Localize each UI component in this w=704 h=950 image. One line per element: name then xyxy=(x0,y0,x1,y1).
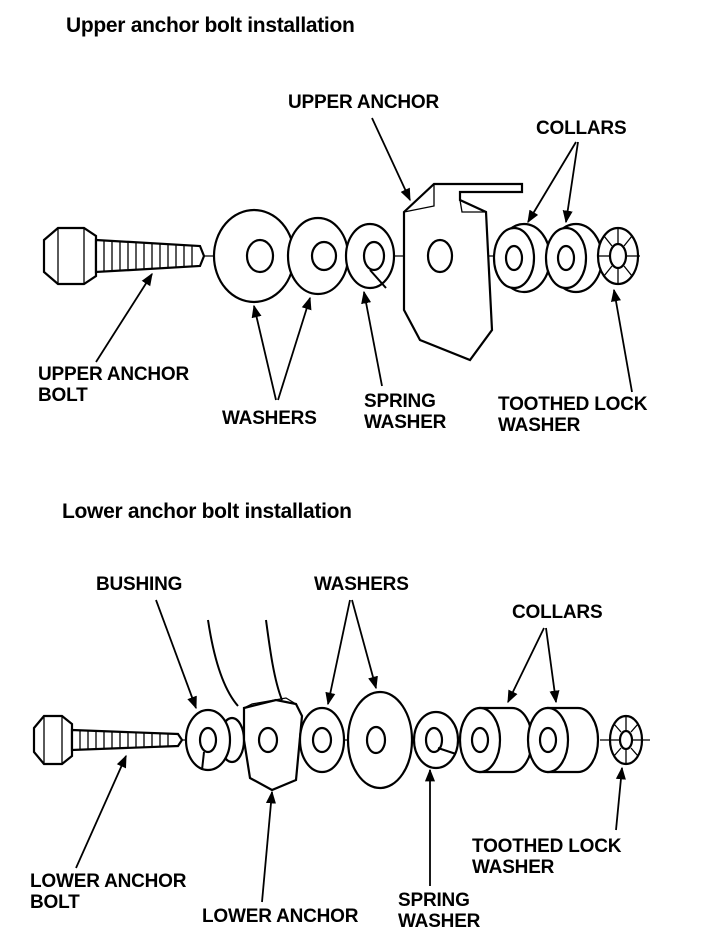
label-upper-washers: WASHERS xyxy=(222,408,317,429)
label-lower-toothed-lock-washer-line2: WASHER xyxy=(472,857,555,878)
upper-anchor-part xyxy=(402,182,524,362)
lower-collar-1-part xyxy=(458,706,534,774)
lower-washer-1-part xyxy=(298,706,346,774)
upper-collar-2-part xyxy=(544,222,604,294)
label-upper-collars: COLLARS xyxy=(536,118,627,139)
lower-spring-washer-part xyxy=(412,710,460,770)
label-upper-anchor-bolt-line1: UPPER ANCHOR xyxy=(38,364,190,385)
upper-toothed-lock-washer-part xyxy=(596,226,640,286)
upper-washer-2-part xyxy=(286,216,350,296)
label-upper-toothed-lock-washer-line2: WASHER xyxy=(498,415,581,436)
upper-anchor-bolt-part xyxy=(42,226,206,286)
upper-washer-1-part xyxy=(212,208,296,304)
label-bushing: BUSHING xyxy=(96,574,183,595)
label-lower-spring-washer-line1: SPRING xyxy=(398,890,470,911)
upper-spring-washer-part xyxy=(344,222,396,290)
label-lower-anchor: LOWER ANCHOR xyxy=(202,906,359,927)
lower-section-title: Lower anchor bolt installation xyxy=(62,500,352,523)
lower-collar-2-part xyxy=(526,706,600,774)
lower-anchor-bolt-part xyxy=(32,714,184,766)
label-lower-spring-washer: SPRING WASHER xyxy=(398,890,480,932)
lower-washer-2-part xyxy=(346,690,414,790)
upper-collar-1-part xyxy=(492,222,552,294)
lower-anchor-part xyxy=(207,619,304,792)
label-lower-anchor-bolt-line2: BOLT xyxy=(30,892,80,913)
label-lower-washers: WASHERS xyxy=(314,574,409,595)
label-lower-toothed-lock-washer-line1: TOOTHED LOCK xyxy=(472,836,622,857)
label-lower-anchor-bolt-line1: LOWER ANCHOR xyxy=(30,871,187,892)
lower-toothed-lock-washer-part xyxy=(608,714,644,766)
upper-section-title: Upper anchor bolt installation xyxy=(66,14,355,37)
label-upper-anchor: UPPER ANCHOR xyxy=(288,92,440,113)
label-upper-anchor-bolt: UPPER ANCHOR BOLT xyxy=(38,364,189,406)
label-lower-toothed-lock-washer: TOOTHED LOCK WASHER xyxy=(472,836,621,878)
label-lower-spring-washer-line2: WASHER xyxy=(398,911,481,932)
label-upper-toothed-lock-washer-line1: TOOTHED LOCK xyxy=(498,394,648,415)
label-lower-collars: COLLARS xyxy=(512,602,603,623)
label-lower-anchor-bolt: LOWER ANCHOR BOLT xyxy=(30,871,186,913)
lower-assembly xyxy=(32,599,650,903)
label-upper-spring-washer: SPRING WASHER xyxy=(364,391,446,433)
label-upper-toothed-lock-washer: TOOTHED LOCK WASHER xyxy=(498,394,647,436)
label-upper-spring-washer-line1: SPRING xyxy=(364,391,436,412)
bushing-part xyxy=(184,708,246,772)
label-upper-spring-washer-line2: WASHER xyxy=(364,412,447,433)
upper-assembly xyxy=(42,117,640,401)
label-upper-anchor-bolt-line2: BOLT xyxy=(38,385,88,406)
